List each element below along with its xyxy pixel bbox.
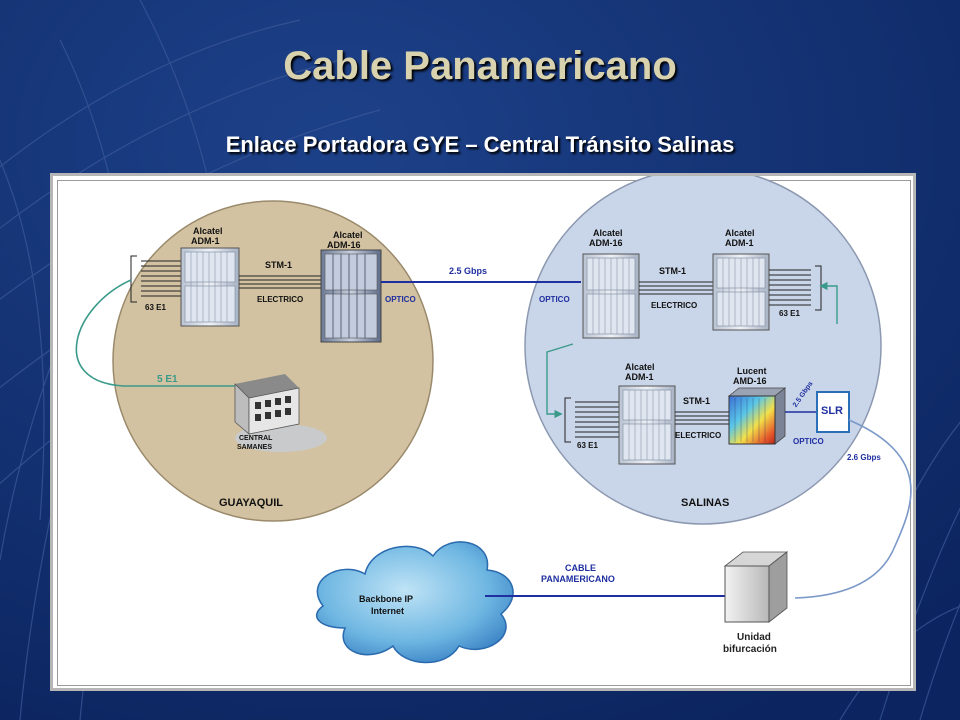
backbone-cloud [316,541,514,664]
gye-e1-count: 63 E1 [145,303,166,312]
backbone-label-line2: Internet [371,606,404,616]
gye-5e1-link [75,279,238,387]
diagram-panel: 63 E1 Alcatel ADM-1 STM-1 ELECTRICO [50,173,916,691]
gye-electrico-label: ELECTRICO [257,295,303,304]
cable-label-line1: CABLE [565,563,596,573]
network-diagram: 63 E1 Alcatel ADM-1 STM-1 ELECTRICO [75,176,912,664]
gye-stm1-lines [239,275,321,289]
cable-label-line2: PANAMERICANO [541,574,615,584]
backbone-label-line1: Backbone IP [359,594,413,604]
inter-site-rate-label: 2.5 Gbps [449,266,487,276]
slide-title: Cable Panamericano [283,44,677,88]
central-samanes-label-line1: CENTRAL [239,435,273,442]
slr-out-rate-label: 2.6 Gbps [847,453,881,462]
salinas-stm1-bottom-lines [675,411,729,425]
salinas-region-label: SALINAS [681,497,729,509]
salinas-adm16-label-line1: Alcatel [593,228,623,238]
salinas-e1-bottom-lines [564,397,619,443]
salinas-adm1-bottom-label-line1: Alcatel [625,362,655,372]
salinas-slr-box [816,391,850,433]
diagram-panel-border [57,180,911,686]
slide-subtitle: Enlace Portadora GYE – Central Tránsito … [225,132,735,157]
salinas-lucent-amd16 [727,387,787,445]
gye-optico-label: OPTICO [385,295,416,304]
gye-adm16-label-line2: ADM-16 [327,240,361,250]
salinas-e1-bottom-count: 63 E1 [577,441,598,450]
central-samanes-building [234,374,327,452]
salinas-region [524,176,882,525]
gye-alcatel-adm1 [180,247,240,327]
salinas-lucent-label-line2: AMD-16 [733,376,767,386]
salinas-optico-right-label: OPTICO [793,437,824,446]
salinas-e1-top-lines [769,265,822,311]
unidad-label-line2: bifurcación [723,644,777,655]
gye-5e1-label: 5 E1 [157,374,178,385]
guayaquil-region [112,200,434,522]
salinas-electrico-bottom-label: ELECTRICO [675,431,721,440]
gye-adm16-label-line1: Alcatel [333,230,363,240]
salinas-alcatel-adm1-top [712,253,770,331]
slr-to-unidad-link [794,419,912,599]
gye-alcatel-adm16 [320,249,382,343]
gye-adm1-label-line1: Alcatel [193,226,223,236]
unidad-bifurcacion-server [723,551,789,623]
salinas-e1-top-count: 63 E1 [779,309,800,318]
salinas-adm1-top-label-line2: ADM-1 [725,238,754,248]
gye-adm1-label-line2: ADM-1 [191,236,220,246]
salinas-stm1-bottom-label: STM-1 [683,396,710,406]
salinas-adm16-label-line2: ADM-16 [589,238,623,248]
salinas-optico-left-label: OPTICO [539,295,570,304]
gye-e1-lines [130,255,181,303]
salinas-adm1-bottom-label-line2: ADM-1 [625,372,654,382]
salinas-electrico-top-label: ELECTRICO [651,301,697,310]
salinas-adm1-top-label-line1: Alcatel [725,228,755,238]
gye-stm1-label: STM-1 [265,260,292,270]
salinas-stm1-top-lines [639,281,713,295]
central-samanes-label-line2: SAMANES [237,444,272,451]
salinas-lucent-label-line1: Lucent [737,366,767,376]
salinas-stm1-top-label: STM-1 [659,266,686,276]
salinas-alcatel-adm16 [582,253,640,339]
salinas-slr-label: SLR [821,405,843,417]
unidad-label-line1: Unidad [737,632,771,643]
salinas-alcatel-adm1-bottom [618,385,676,465]
salinas-slr-to-e1-top-link [819,281,838,324]
salinas-adm16-to-adm1-bottom-link [546,343,574,419]
guayaquil-region-label: GUAYAQUIL [219,497,283,509]
